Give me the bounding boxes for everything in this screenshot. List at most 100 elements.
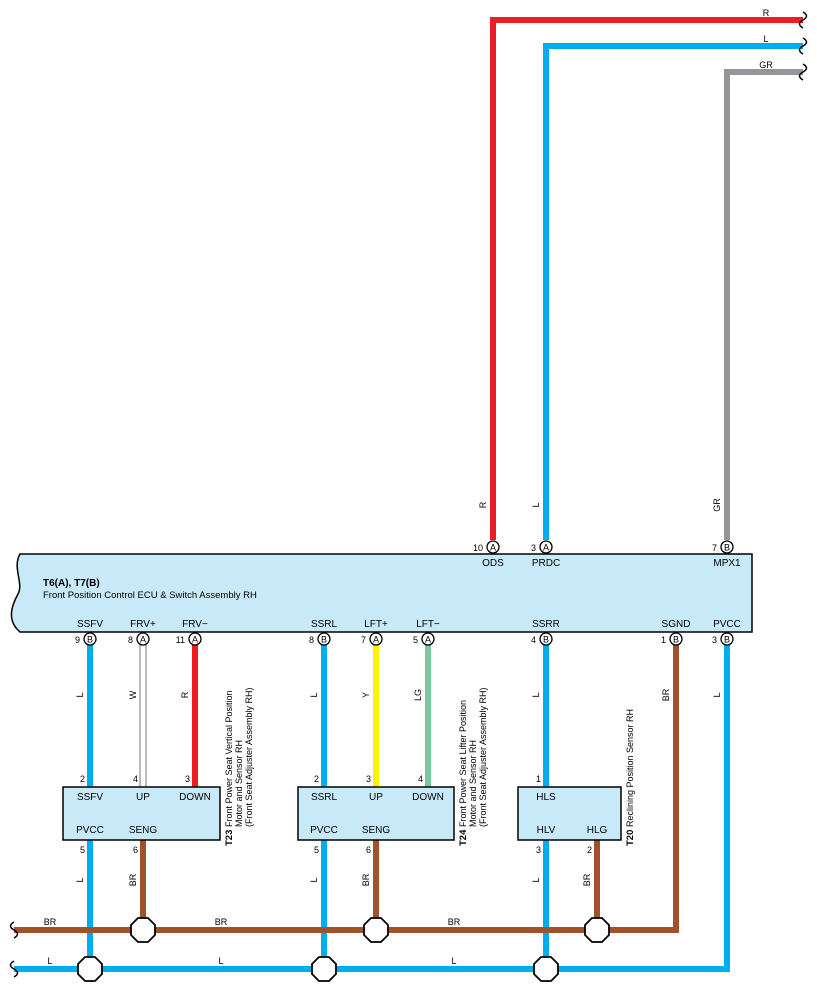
splice-points [77,917,610,982]
connector-circle [720,540,734,554]
connector-circle [720,632,734,646]
wire-label-pvcc: L [712,692,722,697]
wire-label-frv: W [128,690,138,699]
splice-br-2 [363,917,389,943]
wire-label-mpx1: GR [712,498,722,512]
t23-desc-3: (Front Seat Adjuster Assembly RH) [244,687,254,827]
t23-pin-top-2: 4 [133,774,138,784]
splice-l-3 [533,956,559,982]
t20-wire-hlg: BR [582,873,592,886]
terminal-name: LFT− [416,619,440,630]
t23-pin-bot-2: 6 [133,845,138,855]
terminal-num: 11 [176,635,185,645]
t24-pin-top-2: 3 [366,774,371,784]
terminal-num: 3 [712,635,717,645]
bus-labels: BR BR BR L L L [44,917,461,966]
connector-letter: B [724,635,730,645]
terminal-num: 8 [128,635,133,645]
connector-circle [136,632,150,646]
t24-term-up: UP [369,792,383,803]
connector-circle [539,540,553,554]
t23-wire-seng: BR [128,873,138,886]
t23-desc-1: Front Power Seat Vertical Position [224,690,234,827]
wire-label-ods: R [478,501,488,508]
bus-break-l [9,960,19,978]
terminal-num: 8 [309,635,314,645]
t20-pin-top-1: 1 [536,774,541,784]
connector-letter: A [490,543,496,553]
wire-sgnd-br [609,640,679,933]
t24-pin-bot-1: 5 [314,845,319,855]
t23-term-seng: SENG [129,825,158,836]
wire-ods-r [490,17,803,540]
t23-term-down: DOWN [179,792,211,803]
terminal-name: SSRR [532,619,560,630]
ecu-body [10,553,753,633]
wire-label-ssrl: L [309,692,319,697]
terminal-name: ODS [482,558,504,569]
terminal-prdc: 3 A PRDC [531,540,560,569]
terminal-num: 3 [531,543,536,553]
t23-id: T23 [224,830,235,846]
t20-pin-bot-2: 2 [587,845,592,855]
connector-letter: A [543,543,549,553]
terminal-name: MPX1 [713,558,741,569]
connector-circle [83,632,97,646]
terminal-name: PVCC [713,619,741,630]
terminal-name: SSFV [77,619,103,630]
top-wires: R L GR R L GR [478,8,808,540]
ecu-name: Front Position Control ECU & Switch Asse… [43,590,257,601]
terminal-name: FRV+ [130,619,156,630]
connector-letter: A [373,635,379,645]
t20-desc-1: Reclining Position Sensor RH [625,709,635,827]
splice-l-1 [77,956,103,982]
t23-pin-bot-1: 5 [80,845,85,855]
t20-wire-hlv: L [531,877,541,882]
terminal-num: 10 [473,543,483,553]
splice-br-1 [130,917,156,943]
connector-circle [369,632,383,646]
connector-letter: B [543,635,549,645]
connector-circle [188,632,202,646]
splice-l-2 [311,956,337,982]
t24-desc-3: (Front Seat Adjuster Assembly RH) [478,687,488,827]
t23-term-pvcc: PVCC [76,825,104,836]
wire-pvcc-l [558,640,730,972]
terminal-name: LFT+ [364,619,388,630]
wire-label-lft: LG [413,689,423,701]
t20-pin-bot-1: 3 [536,845,541,855]
t23-pin-top-3: 3 [185,774,190,784]
edge-wire-label-3: GR [759,60,773,70]
wire-mpx1-gr [724,69,803,540]
wire-label-frv: R [180,691,190,698]
bus-break-br [9,921,19,939]
connector-letter: B [87,635,93,645]
terminal-num: 9 [75,635,80,645]
connector-circle [317,632,331,646]
bus-l-label-1: L [47,956,52,966]
t20-id: T20 [625,830,636,846]
bus-br-label-2: BR [215,917,228,927]
splice-br-3 [584,917,610,943]
t24-pin-top-3: 4 [418,774,423,784]
t24-desc-2: Motor and Sensor RH [468,740,478,827]
t20-box [517,786,622,841]
edge-break-1 [798,11,808,29]
wire-label-ssrr: L [531,692,541,697]
t24-desc-1: Front Power Seat Lifter Position [458,700,468,827]
t24-label: T24 Front Power Seat Lifter Position Mot… [458,687,488,846]
component-t24: 2 3 4 SSRL UP DOWN PVCC SENG 5 6 L BR T2… [297,687,488,886]
t20-term-hlv: HLV [537,825,556,836]
bus-br-label-3: BR [448,917,461,927]
connector-letter: B [673,635,679,645]
t24-term-pvcc: PVCC [310,825,338,836]
